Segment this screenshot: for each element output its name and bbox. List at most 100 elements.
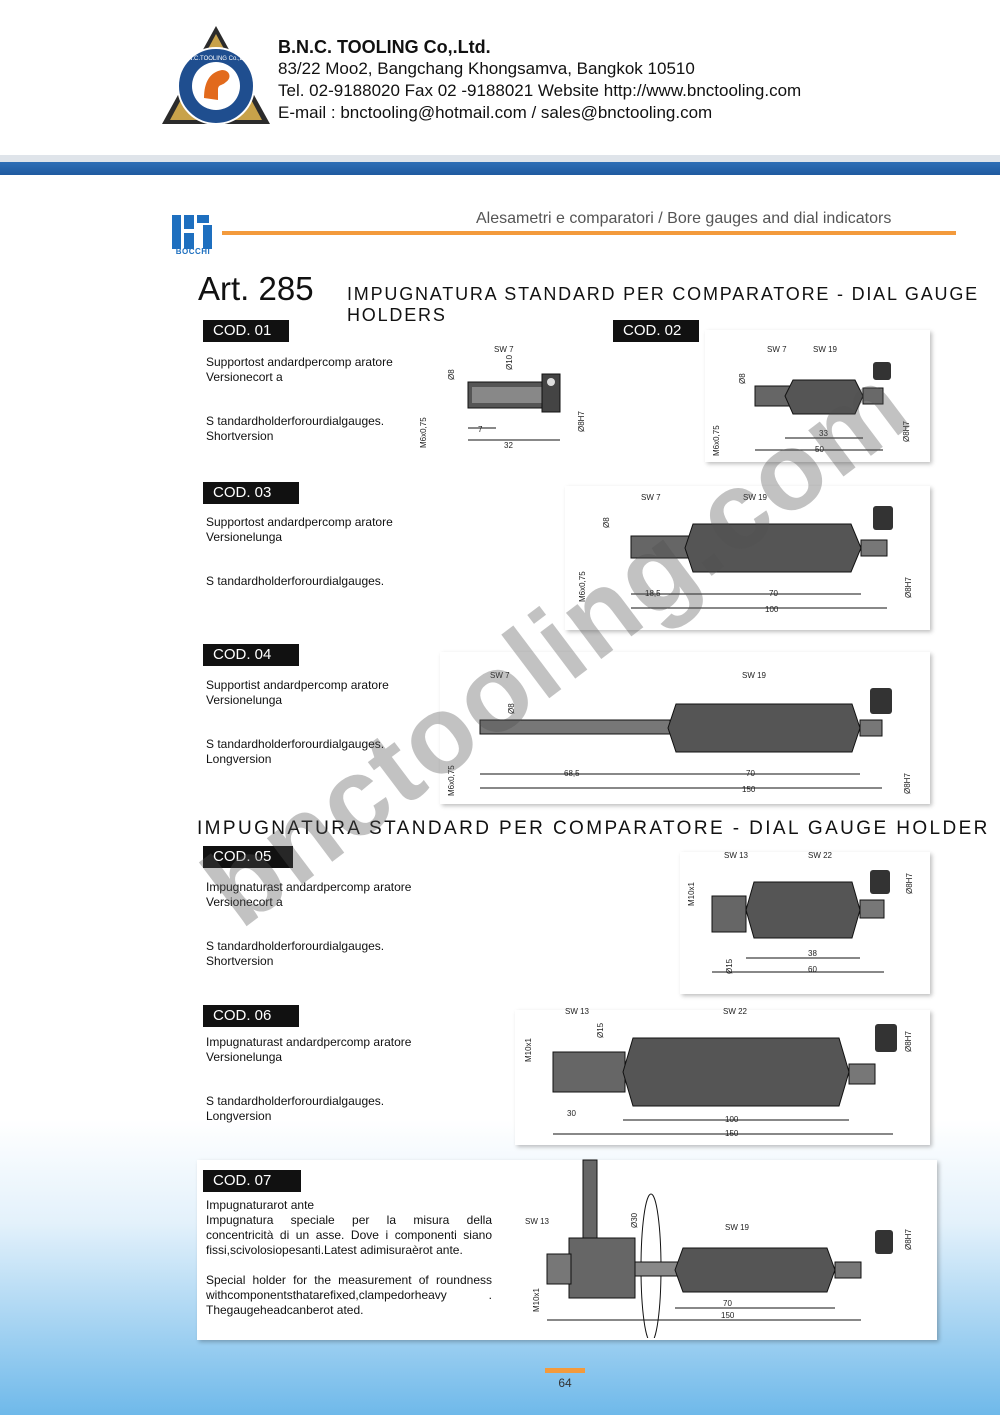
desc-it-line: Versionelunga — [206, 530, 283, 544]
desc-it-line: Supportost andardpercomp aratore — [206, 355, 393, 369]
svg-text:SW 22: SW 22 — [808, 851, 833, 860]
bocchi-logo-icon — [172, 215, 212, 249]
description-03: Supportost andardpercomp aratore Version… — [206, 515, 506, 589]
svg-text:M10x1: M10x1 — [532, 1287, 541, 1312]
company-email: E-mail : bnctooling@hotmail.com / sales@… — [278, 103, 713, 122]
desc-en-line: Longversion — [206, 752, 272, 766]
drawing-cod-07: SW 13 SW 19 Ø30 M10x1 Ø8H7 70 150 — [525, 1159, 913, 1338]
code-label-05: COD. 05 — [203, 846, 293, 868]
svg-text:SW 13: SW 13 — [565, 1007, 590, 1016]
desc-en-line: Longversion — [206, 1109, 272, 1123]
code-label-01: COD. 01 — [203, 320, 289, 342]
desc-en-line: S tandardholderforourdialgauges. — [206, 414, 385, 428]
article-number: Art. 285 — [198, 270, 314, 307]
desc-en-line: S tandardholderforourdialgauges. — [206, 939, 385, 953]
svg-text:M6x0,75: M6x0,75 — [712, 425, 721, 456]
svg-text:Ø8H7: Ø8H7 — [902, 421, 911, 442]
svg-text:70: 70 — [769, 589, 778, 598]
svg-text:SW 19: SW 19 — [813, 345, 838, 354]
svg-text:Ø8H7: Ø8H7 — [905, 873, 914, 894]
drawing-cod-01: SW 7 Ø10 Ø8 M6x0,75 Ø8H7 7 32 — [419, 345, 586, 450]
desc-it-line: Supportost andardpercomp aratore — [206, 515, 393, 529]
svg-text:M10x1: M10x1 — [524, 1037, 533, 1062]
description-07: Impugnaturarot ante Impugnatura speciale… — [206, 1198, 492, 1318]
company-header: B.N.C.TOOLING Co.,Ltd. B.N.C. TOOLING Co… — [0, 0, 1000, 175]
svg-text:SW 19: SW 19 — [725, 1223, 750, 1232]
svg-text:60: 60 — [808, 965, 817, 974]
svg-text:30: 30 — [567, 1109, 576, 1118]
code-label-04: COD. 04 — [203, 644, 299, 666]
drawing-cod-02: SW 7 SW 19 Ø8 M6x0,75 Ø8H7 33 50 — [712, 345, 911, 456]
desc-it-line: Versionelunga — [206, 1050, 283, 1064]
desc-it-line: Versionecort a — [206, 370, 283, 384]
desc-en-text: Special holder for the measurement of ro… — [206, 1273, 492, 1317]
svg-text:150: 150 — [725, 1129, 739, 1138]
company-info: B.N.C. TOOLING Co,.Ltd. 83/22 Moo2, Bang… — [278, 36, 801, 124]
svg-text:150: 150 — [721, 1311, 735, 1320]
code-label-07: COD. 07 — [203, 1170, 301, 1192]
company-address: 83/22 Moo2, Bangchang Khongsamva, Bangko… — [278, 59, 695, 78]
svg-text:Ø8: Ø8 — [507, 703, 516, 714]
code-label-02: COD. 02 — [613, 320, 699, 342]
code-label-03: COD. 03 — [203, 482, 299, 504]
svg-text:18,5: 18,5 — [645, 589, 661, 598]
svg-text:Ø8: Ø8 — [738, 373, 747, 384]
svg-text:M10x1: M10x1 — [687, 881, 696, 906]
svg-text:SW 13: SW 13 — [525, 1217, 550, 1226]
svg-text:Ø8H7: Ø8H7 — [904, 1229, 913, 1250]
svg-text:38: 38 — [808, 949, 817, 958]
desc-it-line: Impugnaturast andardpercomp aratore — [206, 880, 412, 894]
svg-text:SW 13: SW 13 — [724, 851, 749, 860]
svg-text:SW 22: SW 22 — [723, 1007, 748, 1016]
svg-text:70: 70 — [746, 769, 755, 778]
desc-it-line: Versionecort a — [206, 895, 283, 909]
svg-text:100: 100 — [765, 605, 779, 614]
svg-text:SW 7: SW 7 — [641, 493, 661, 502]
code-label-06: COD. 06 — [203, 1005, 299, 1027]
svg-text:Ø8: Ø8 — [447, 369, 456, 380]
desc-en-line: Shortversion — [206, 429, 274, 443]
svg-text:100: 100 — [725, 1115, 739, 1124]
desc-it-text: Impugnatura speciale per la misura della… — [206, 1213, 492, 1257]
description-06: Impugnaturast andardpercomp aratore Vers… — [206, 1035, 506, 1124]
desc-en-line: S tandardholderforourdialgauges. — [206, 737, 385, 751]
svg-text:M6x0,75: M6x0,75 — [419, 417, 428, 448]
svg-text:7: 7 — [478, 425, 483, 434]
subheading: IMPUGNATURA STANDARD PER COMPARATORE - D… — [197, 818, 990, 839]
svg-text:150: 150 — [742, 785, 756, 794]
section-underline — [222, 231, 956, 235]
desc-it-line: Supportist andardpercomp aratore — [206, 678, 389, 692]
bocchi-label: BOCCHI — [175, 247, 211, 256]
description-05: Impugnaturast andardpercomp aratore Vers… — [206, 880, 506, 969]
svg-text:70: 70 — [723, 1299, 732, 1308]
page-number-bar — [545, 1368, 585, 1373]
svg-text:33: 33 — [819, 429, 828, 438]
svg-text:SW 19: SW 19 — [743, 493, 768, 502]
company-contact: Tel. 02-9188020 Fax 02 -9188021 Website … — [278, 81, 802, 100]
desc-it-line: Impugnaturast andardpercomp aratore — [206, 1035, 412, 1049]
svg-text:SW 19: SW 19 — [742, 671, 767, 680]
description-01: Supportost andardpercomp aratore Version… — [206, 355, 506, 444]
svg-text:Ø15: Ø15 — [725, 958, 734, 974]
svg-text:SW 7: SW 7 — [494, 345, 514, 354]
svg-text:B.N.C.TOOLING Co.,Ltd.: B.N.C.TOOLING Co.,Ltd. — [182, 56, 250, 62]
svg-text:Ø15: Ø15 — [596, 1022, 605, 1038]
svg-text:M6x0,75: M6x0,75 — [447, 765, 456, 796]
drawing-cod-05: SW 13 SW 22 M10x1 Ø15 Ø8H7 38 60 — [687, 851, 914, 974]
page-number: 64 — [558, 1376, 572, 1390]
company-name: B.N.C. TOOLING Co,.Ltd. — [278, 37, 491, 57]
desc-en-line: S tandardholderforourdialgauges. — [206, 574, 385, 588]
svg-text:32: 32 — [504, 441, 513, 450]
svg-text:M6x0,75: M6x0,75 — [578, 571, 587, 602]
company-logo: B.N.C.TOOLING Co.,Ltd. — [162, 26, 270, 125]
drawing-cod-06: SW 13 SW 22 M10x1 Ø15 Ø8H7 30 100 150 — [524, 1007, 913, 1138]
svg-text:Ø8: Ø8 — [602, 517, 611, 528]
svg-text:Ø8H7: Ø8H7 — [577, 411, 586, 432]
svg-text:Ø10: Ø10 — [505, 354, 514, 370]
header-divider-bar — [0, 155, 1000, 175]
svg-text:Ø8H7: Ø8H7 — [903, 773, 912, 794]
svg-text:SW 7: SW 7 — [767, 345, 787, 354]
svg-text:Ø8H7: Ø8H7 — [904, 577, 913, 598]
desc-en-line: Shortversion — [206, 954, 274, 968]
drawing-cod-04: SW 7 SW 19 Ø8 M6x0,75 Ø8H7 68,5 70 150 — [447, 671, 912, 796]
